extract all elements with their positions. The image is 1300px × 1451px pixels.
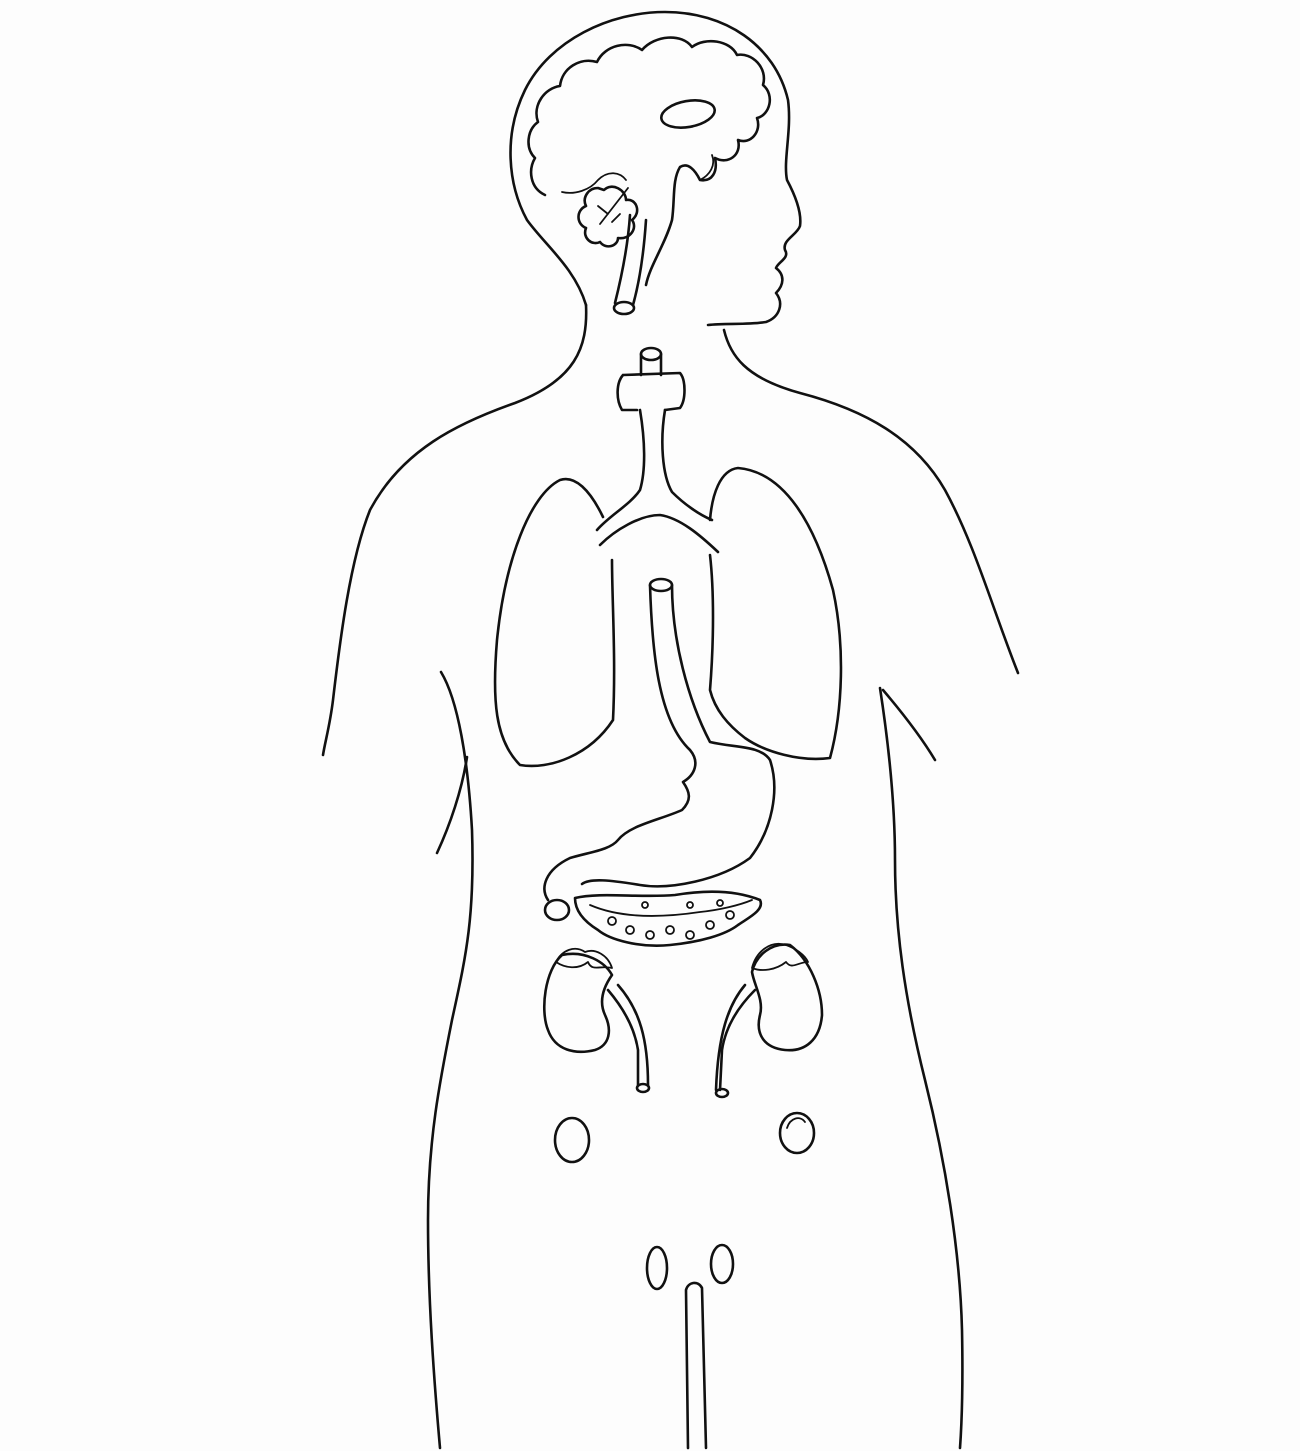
right-ureter [716,985,755,1090]
left-ureter-end [637,1084,649,1092]
pancreas-islets [608,900,734,939]
gonads [555,1113,814,1289]
larynx-top [641,348,661,360]
right-gonad-detail [787,1118,805,1128]
trachea [597,410,718,552]
brainstem [615,215,646,305]
brain-fold-1[interactable] [562,173,626,193]
esophagus-stomach [544,585,774,900]
thyroid-trachea [597,348,718,552]
left-torso-side [428,672,473,1448]
cerebellum-vein [598,188,628,224]
brainstem-end [614,302,634,314]
digestive [544,579,774,946]
left-gonad [555,1118,589,1162]
brain [529,38,770,314]
right-shoulder-arm [724,330,1018,673]
head-outline [511,12,801,325]
left-lung [495,479,614,766]
inner-legs [686,1283,706,1448]
right-testis [711,1245,733,1283]
kidneys [544,944,822,1097]
pancreatic-duct [590,900,752,916]
left-inner-arm [437,757,467,853]
right-lung [710,468,841,759]
left-kidney [544,954,612,1052]
cerebellum [579,187,638,247]
right-ureter-end [716,1089,728,1097]
left-testis [647,1247,667,1289]
right-torso-side [880,688,962,1448]
thyroid [618,373,685,410]
duodenum-end [545,900,569,920]
esophagus-top [650,579,672,591]
left-ureter [608,985,648,1085]
left-shoulder-arm [323,305,586,755]
right-kidney [752,945,822,1051]
brain-outline [529,38,770,285]
right-inner-arm [883,690,935,760]
lungs [495,468,841,766]
thalamus [659,97,717,132]
